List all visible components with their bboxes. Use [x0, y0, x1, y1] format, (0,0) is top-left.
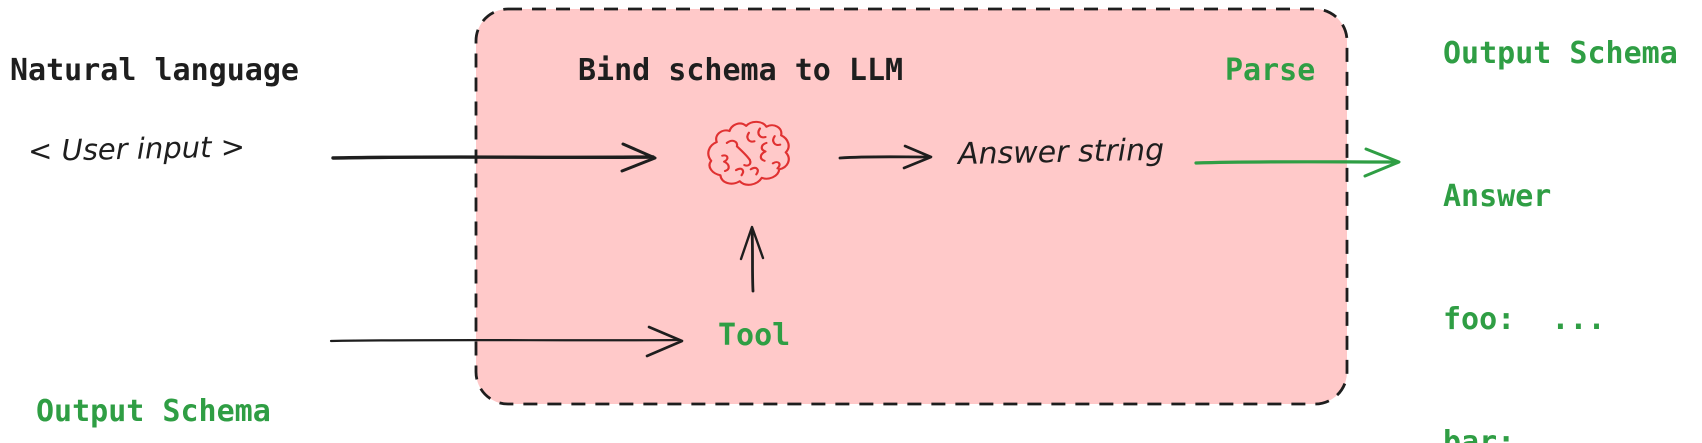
output-field-foo: foo: ...: [1443, 302, 1606, 337]
llm-box: [474, 7, 1349, 406]
input-schema-title: Output Schema: [36, 394, 271, 429]
input-schema-block: Output Schema foo: ... bar: ...: [36, 312, 271, 443]
tool-llm-arrow: [739, 225, 765, 293]
user-input-text: < User input >: [27, 129, 246, 168]
output-result-block: Answer foo: ... bar: ...: [1443, 94, 1606, 443]
parse-label: Parse: [1225, 53, 1316, 88]
bind-schema-title: Bind schema to LLM: [578, 53, 904, 88]
llm-answer-arrow: [838, 144, 933, 170]
parse-arrow: [1194, 147, 1401, 178]
schema-tool-arrow: [329, 325, 684, 358]
natural-language-label: Natural language: [10, 53, 299, 88]
brain-icon: [707, 120, 790, 186]
answer-string-label: Answer string: [957, 132, 1165, 172]
user-input-arrow: [331, 142, 657, 173]
output-type-name: Answer: [1443, 179, 1552, 214]
tool-label: Tool: [718, 318, 791, 353]
output-field-bar: bar: ...: [1443, 425, 1606, 443]
output-schema-title: Output Schema: [1443, 36, 1678, 71]
